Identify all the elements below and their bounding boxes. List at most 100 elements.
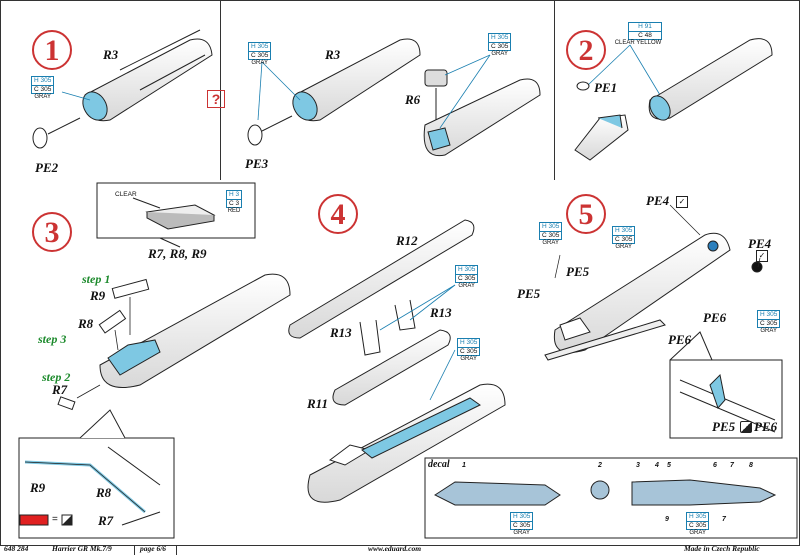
- label-pe6-a: PE6: [703, 310, 727, 325]
- paint-code-step5-left: H 305 C 305 GRAY: [539, 222, 563, 248]
- footer-code: 648 284: [4, 544, 29, 553]
- checkbox-icon-pe4-top: ✓: [676, 196, 688, 208]
- inset-pe5-pe6: [669, 331, 783, 439]
- step-number-3: 3: [32, 212, 72, 252]
- step-number-2: 2: [566, 30, 606, 70]
- label-r3-a: R3: [103, 47, 119, 62]
- paint-color-name: GRAY: [458, 283, 475, 289]
- paint-color-name: GRAY: [460, 356, 477, 362]
- paint-c-code: C 305: [488, 42, 512, 51]
- label-r7: R7: [52, 382, 68, 397]
- label-r3-b: R3: [325, 47, 341, 62]
- step-label-1: step 1: [82, 272, 111, 286]
- decal-pods: [433, 479, 777, 506]
- paint-c-code: C 305: [31, 85, 55, 94]
- label-pe5-a: PE5: [566, 264, 590, 279]
- paint-code-step2: H 91 C 48 CLEAR YELLOW: [614, 22, 662, 48]
- paint-color-name: CLEAR YELLOW: [614, 40, 662, 46]
- paint-code-step4-bottom: H 305 C 305 GRAY: [457, 338, 481, 364]
- footer-model-name: Harrier GR Mk.7/9: [52, 544, 112, 553]
- decal-num-3: 3: [636, 462, 640, 469]
- paint-h-code: H 305: [612, 226, 636, 236]
- paint-color-name: GRAY: [615, 244, 632, 250]
- decal-num-9: 9: [665, 516, 669, 523]
- label-r8: R8: [78, 316, 94, 331]
- legend-equals: =: [52, 514, 58, 525]
- paint-h-code: H 305: [686, 512, 710, 522]
- decal-num-1: 1: [462, 462, 466, 469]
- pe2-part: [32, 117, 81, 149]
- paint-code-step5-mid: H 305 C 305 GRAY: [612, 226, 636, 252]
- paint-c-code: C 305: [757, 319, 781, 328]
- paint-c-code: C 305: [539, 231, 563, 240]
- paint-leaders: [61, 44, 661, 129]
- paint-h-code: H 305: [757, 310, 781, 320]
- label-pe1: PE1: [594, 80, 618, 95]
- pod-step2: [574, 38, 773, 161]
- footer-divider: [176, 545, 177, 555]
- label-r13-left: R13: [330, 325, 352, 340]
- pod-step3: [57, 273, 291, 411]
- paint-c-code: C 305: [248, 51, 272, 60]
- paint-color-name: GRAY: [542, 240, 559, 246]
- footer-page: page 6/6: [140, 544, 167, 553]
- paint-c-code: C 305: [686, 521, 710, 530]
- paint-color-name: GRAY: [513, 530, 530, 536]
- paint-h-code: H 305: [539, 222, 563, 232]
- paint-color-name: GRAY: [34, 94, 51, 100]
- decal-num-5: 5: [667, 462, 671, 469]
- paint-code-clear-red: H 3 C 3 RED: [226, 190, 243, 216]
- inset-parts: [24, 446, 161, 526]
- paint-c-code: C 305: [455, 274, 479, 283]
- paint-h-code: H 305: [510, 512, 534, 522]
- label-r9-inset: R9: [30, 480, 46, 495]
- label-pe4-top: PE4: [646, 193, 670, 208]
- half-circle-icon: [740, 421, 752, 433]
- paint-color-name: GRAY: [689, 530, 706, 536]
- label-r7-r8-r9: R7, R8, R9: [148, 246, 207, 261]
- paint-code-decal-left: H 305 C 305 GRAY: [510, 512, 534, 538]
- label-r7-inset: R7: [98, 513, 114, 528]
- step-number-1: 1: [32, 30, 72, 70]
- step-number-5: 5: [566, 194, 606, 234]
- paint-code-decal-right: H 305 C 305 GRAY: [686, 512, 710, 538]
- paint-code-step1-variant-r6: H 305 C 305 GRAY: [488, 33, 512, 59]
- paint-h-code: H 305: [31, 76, 55, 86]
- footer-website-link[interactable]: www.eduard.com: [368, 544, 422, 553]
- paint-c-code: C 3: [226, 199, 243, 208]
- label-r12: R12: [396, 233, 418, 248]
- decal-num-4: 4: [655, 462, 659, 469]
- step-number-4: 4: [318, 194, 358, 234]
- step-label-2: step 2: [42, 370, 71, 384]
- footer-made-in: Made in Czech Republic: [684, 544, 760, 553]
- decal-num-6: 6: [713, 462, 717, 469]
- paint-c-code: C 305: [510, 521, 534, 530]
- paint-c-code: C 305: [457, 347, 481, 356]
- label-pe6-inset: PE6: [754, 419, 778, 434]
- pod-step1-variant-b: [423, 69, 541, 157]
- paint-c-code: C 48: [628, 31, 662, 40]
- paint-code-step1-variant: H 305 C 305 GRAY: [248, 42, 272, 68]
- paint-code-step1: H 305 C 305 GRAY: [31, 76, 55, 102]
- paint-h-code: H 305: [248, 42, 272, 52]
- decal-num-7: 7: [730, 462, 734, 469]
- label-pe2: PE2: [35, 160, 59, 175]
- paint-c-code: C 305: [612, 235, 636, 244]
- paint-color-name: GRAY: [251, 60, 268, 66]
- pod-step1-variant-a: [247, 38, 421, 146]
- decal-num-8: 8: [749, 462, 753, 469]
- decal-title: decal: [428, 459, 450, 470]
- paint-code-step4-top: H 305 C 305 GRAY: [455, 265, 479, 291]
- paint-color-name: RED: [227, 208, 241, 214]
- paint-h-code: H 305: [455, 265, 479, 275]
- label-pe5-inset: PE5: [712, 419, 736, 434]
- paint-h-code: H 305: [457, 338, 481, 348]
- label-pe5-b: PE5: [517, 286, 541, 301]
- paint-h-code: H 91: [628, 22, 662, 32]
- label-pe4-right: PE4: [748, 236, 772, 251]
- label-r8-inset: R8: [96, 485, 112, 500]
- clear-label: CLEAR: [115, 191, 137, 198]
- label-r13-right: R13: [430, 305, 452, 320]
- label-r6: R6: [405, 92, 421, 107]
